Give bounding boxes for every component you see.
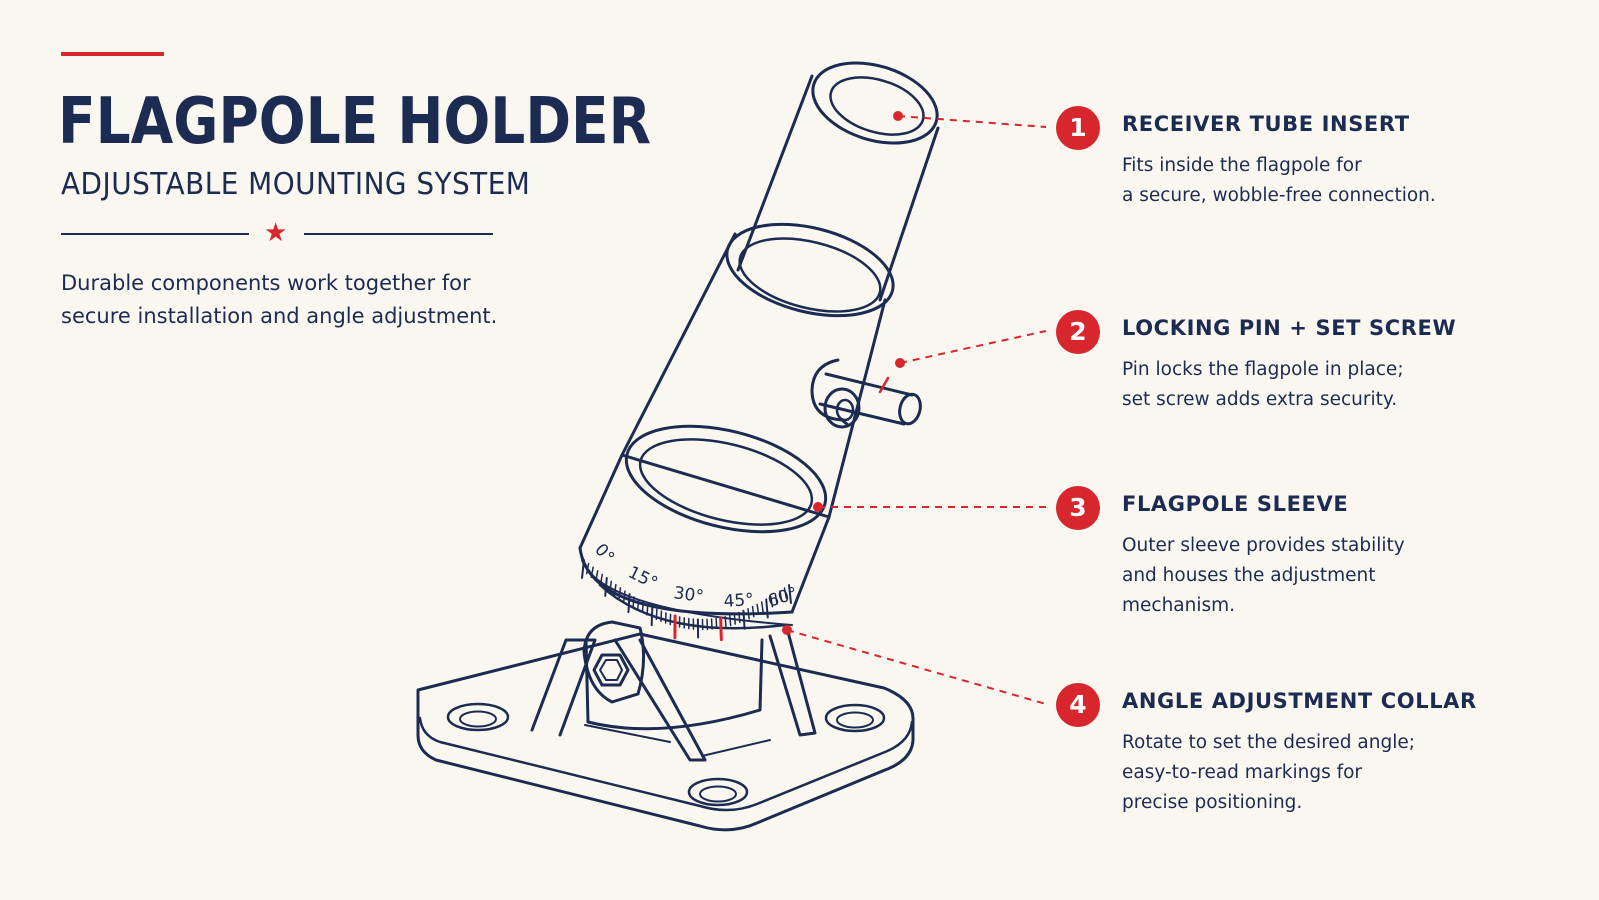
collar-tick	[604, 576, 608, 597]
collar-tick	[613, 583, 617, 596]
flagpole-sleeve	[620, 222, 895, 534]
collar-tick	[585, 562, 590, 575]
callout-title-2: LOCKING PIN + SET SCREW	[1122, 316, 1457, 340]
star-icon: ★	[264, 218, 288, 248]
collar-tick	[724, 615, 727, 628]
callout-description-1: Fits inside the flagpole for a secure, w…	[1122, 151, 1522, 211]
callout-4-line-1: Rotate to set the desired angle;	[1122, 732, 1415, 753]
leader-line-2	[899, 330, 1047, 364]
callout-4-line-3: precise positioning.	[1122, 792, 1303, 813]
leader-dots	[782, 111, 905, 635]
intro-line-1: Durable components work together for	[61, 271, 471, 295]
callout-badge-2: 2	[1056, 310, 1100, 354]
collar-tick	[765, 598, 769, 619]
divider-left	[61, 233, 249, 235]
collar-tick	[756, 603, 760, 616]
intro-description: Durable components work together for sec…	[61, 267, 531, 333]
title-accent-bar	[61, 52, 164, 56]
collar-tick	[646, 604, 649, 616]
callout-badge-3: 3	[1056, 486, 1100, 530]
pivot-block	[584, 638, 764, 731]
angle-label-0: 0°	[590, 540, 618, 568]
mount-hole-front	[687, 777, 749, 807]
callout-3-line-1: Outer sleeve provides stability	[1122, 535, 1405, 556]
collar-tick	[632, 596, 635, 608]
receiver-tube	[736, 61, 940, 302]
collar-tick	[618, 587, 622, 599]
divider-right	[304, 233, 493, 235]
collar-tick	[774, 593, 778, 605]
collar-tick	[655, 608, 658, 621]
collar-tick	[627, 593, 631, 614]
collar-tick	[770, 596, 774, 608]
leader-dot-1	[893, 111, 903, 121]
collar-tick	[719, 616, 723, 642]
callout-description-4: Rotate to set the desired angle; easy-to…	[1122, 728, 1522, 818]
collar-tick	[779, 590, 783, 602]
intro-line-2: secure installation and angle adjustment…	[61, 304, 498, 328]
collar-tick	[595, 570, 599, 582]
angle-label-45: 45°	[723, 590, 754, 612]
angle-label-30: 30°	[672, 583, 705, 607]
leader-dot-4	[782, 625, 792, 635]
drawing-lines	[416, 61, 940, 832]
callout-description-3: Outer sleeve provides stability and hous…	[1122, 531, 1522, 621]
callout-badge-1: 1	[1056, 106, 1100, 150]
bracket-arms	[530, 630, 817, 762]
collar-tick	[641, 601, 644, 614]
angle-label-15: 15°	[625, 563, 661, 594]
mount-hole-left	[446, 702, 510, 732]
collar-tick	[636, 599, 640, 611]
collar-tick	[590, 566, 594, 578]
callout-badge-4: 4	[1056, 683, 1100, 727]
callout-4-line-2: easy-to-read markings for	[1122, 762, 1363, 783]
leader-line-1	[897, 115, 1047, 128]
leader-line-4	[786, 629, 1047, 705]
leader-lines	[786, 115, 1047, 705]
collar-tick	[747, 608, 750, 620]
callout-title-3: FLAGPOLE SLEEVE	[1122, 492, 1349, 516]
callout-2-line-2: set screw adds extra security.	[1122, 389, 1398, 410]
callout-1-line-2: a secure, wobble-free connection.	[1122, 185, 1436, 206]
callout-title-1: RECEIVER TUBE INSERT	[1122, 112, 1410, 136]
page-title: FLAGPOLE HOLDER	[58, 85, 651, 159]
collar-tick	[729, 614, 732, 627]
collar-tick	[733, 613, 737, 625]
collar-tick-marks	[581, 559, 792, 642]
callout-2-line-1: Pin locks the flagpole in place;	[1122, 359, 1404, 380]
collar-tick	[760, 601, 764, 613]
hex-bolt	[582, 620, 646, 704]
page-subtitle: ADJUSTABLE MOUNTING SYSTEM	[61, 167, 531, 202]
callout-3-line-3: mechanism.	[1122, 595, 1236, 616]
leader-dot-2	[895, 358, 905, 368]
mount-hole-right	[824, 703, 886, 733]
callout-1-line-1: Fits inside the flagpole for	[1122, 155, 1362, 176]
collar-tick	[783, 587, 788, 599]
collar-tick	[581, 559, 585, 579]
collar-tick	[742, 609, 746, 630]
collar-tick	[788, 583, 792, 604]
base-plate	[416, 632, 915, 832]
collar-tick	[599, 573, 603, 586]
callout-title-4: ANGLE ADJUSTMENT COLLAR	[1122, 689, 1477, 713]
collar-tick	[609, 580, 613, 593]
callout-3-line-2: and houses the adjustment	[1122, 565, 1376, 586]
collar-tick	[751, 605, 755, 618]
collar-tick	[650, 606, 654, 627]
collar-tick	[623, 590, 626, 602]
collar-tick	[738, 611, 741, 624]
collar-tick	[715, 617, 718, 630]
leader-dot-3	[813, 502, 823, 512]
callout-description-2: Pin locks the flagpole in place; set scr…	[1122, 355, 1522, 415]
locking-pin	[810, 358, 922, 429]
